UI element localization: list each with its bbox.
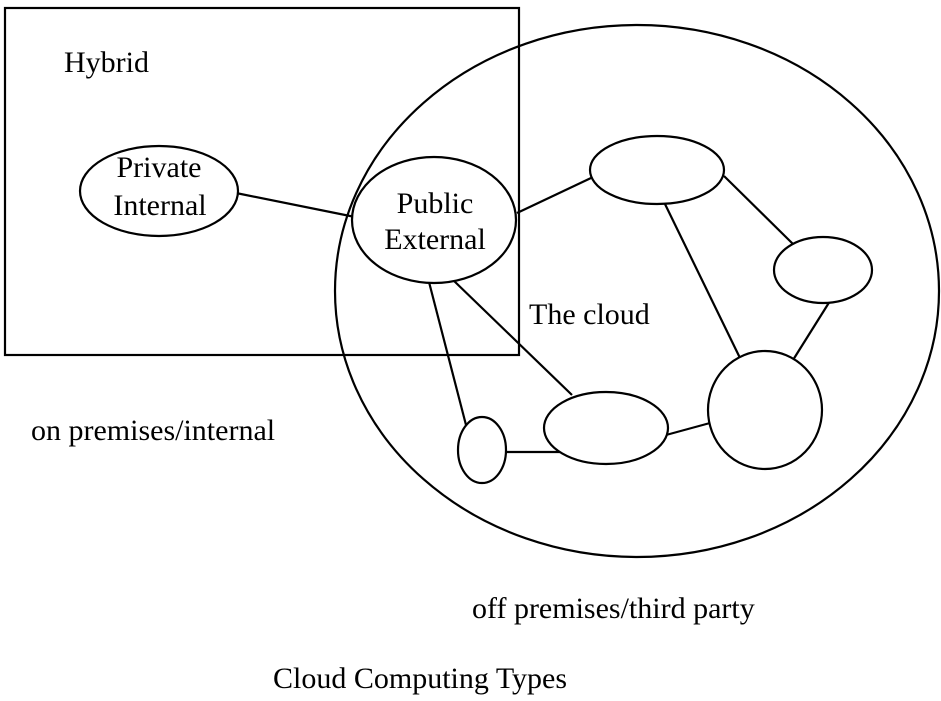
diagram-caption: Cloud Computing Types xyxy=(273,662,567,695)
public-node-label-line2: External xyxy=(384,223,486,256)
private-internal-node xyxy=(78,144,240,238)
cloud-node-c xyxy=(706,349,824,471)
hybrid-boundary-box xyxy=(3,6,521,357)
cloud-node-e xyxy=(456,415,508,485)
edge-node-b-node-c xyxy=(792,300,831,361)
edge-node-d-node-c xyxy=(665,421,711,437)
edge-node-a-node-c xyxy=(663,201,741,359)
cloud-node-b xyxy=(772,235,874,305)
edge-public-node-e xyxy=(427,281,468,426)
edge-public-node-d xyxy=(451,278,573,396)
edge-private-public xyxy=(235,191,361,220)
cloud-label: The cloud xyxy=(529,298,650,331)
hybrid-label: Hybrid xyxy=(64,46,149,79)
on-premises-label: on premises/internal xyxy=(31,414,275,447)
cloud-node-d xyxy=(542,390,670,466)
public-external-node xyxy=(350,155,518,285)
off-premises-label: off premises/third party xyxy=(472,592,755,625)
edge-node-a-node-b xyxy=(723,175,794,245)
edge-public-node-a xyxy=(516,177,592,214)
private-node-label-line1: Private xyxy=(117,151,202,184)
cloud-boundary-circle xyxy=(333,23,941,559)
private-node-label-line2: Internal xyxy=(113,189,206,222)
cloud-node-a xyxy=(588,134,726,206)
public-node-label-line1: Public xyxy=(397,187,474,220)
